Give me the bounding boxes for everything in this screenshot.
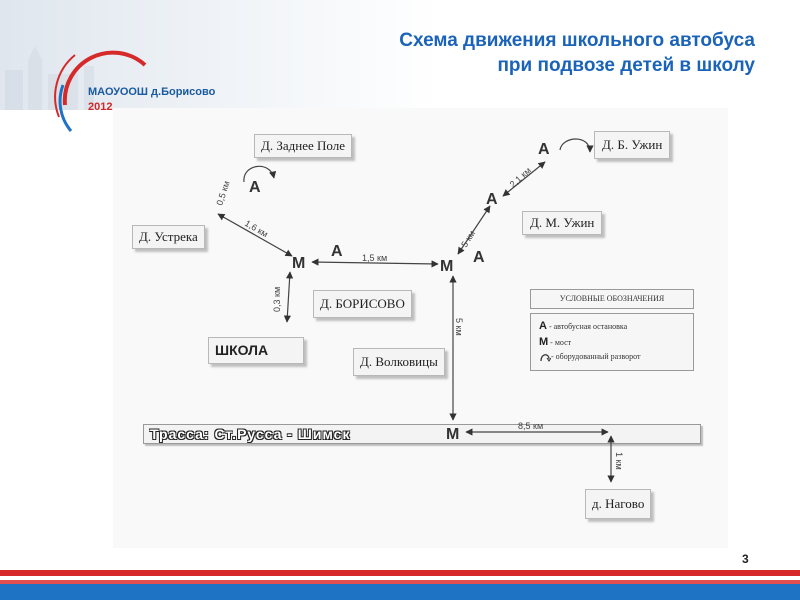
footer-stripe-gap — [0, 576, 800, 580]
village-borisovo: Д. БОРИСОВО — [313, 290, 412, 318]
village-volkovitsy: Д. Волковицы — [353, 348, 445, 376]
turnaround-zadnee-pole-icon — [243, 165, 277, 183]
school-year: 2012 — [88, 101, 113, 113]
legend-body: А- автобусная остановка М- мост - оборуд… — [530, 313, 694, 371]
distance-highway-nagovo: 1 км — [614, 452, 624, 470]
legend-symbol-stop: А — [539, 320, 547, 332]
title-line-1: Схема движения школьного автобуса — [399, 30, 755, 51]
route-m1-m2 — [311, 258, 439, 268]
bridge-m1: М — [292, 255, 305, 272]
legend-text-stop: - автобусная остановка — [548, 322, 628, 331]
distance-m1-m2: 1,5 км — [362, 253, 387, 263]
bus-stop-zadnee-pole: А — [249, 179, 261, 196]
legend: УСЛОВНЫЕ ОБОЗНАЧЕНИЯ А- автобусная остан… — [530, 289, 694, 379]
legend-item-turnaround: - оборудованный разворот — [539, 352, 641, 363]
distance-m1-school: 0,3 км — [272, 287, 282, 312]
legend-item-bridge: М- мост — [539, 336, 571, 348]
bus-stop-b-uzhin: А — [538, 141, 550, 158]
legend-title: УСЛОВНЫЕ ОБОЗНАЧЕНИЯ — [530, 289, 694, 309]
school-box: ШКОЛА — [208, 337, 304, 364]
title-line-2: при подвозе детей в школу — [497, 55, 755, 76]
distance-zadnee-pole-loop: 0,5 км — [214, 180, 231, 207]
logo-arcs — [54, 50, 147, 132]
footer-stripe-red — [0, 570, 800, 576]
footer-stripe-red-thin — [0, 580, 800, 584]
village-ustreka: Д. Устрека — [132, 225, 205, 249]
slide-title: Схема движения школьного автобуса при по… — [295, 28, 755, 78]
legend-symbol-bridge: М — [539, 336, 549, 348]
bus-stop-mid: А — [486, 191, 498, 208]
page-number: 3 — [742, 552, 749, 566]
distance-highway-east: 8,5 км — [518, 421, 543, 431]
highway-label: Трасса: Ст.Русса - Шимск — [150, 426, 351, 442]
school-name: МАОУООШ д.Борисово — [88, 86, 216, 98]
bus-stop-m2: А — [473, 249, 485, 266]
route-m2-bus-stop — [457, 205, 491, 255]
bridge-highway: М — [446, 426, 459, 443]
legend-text-turnaround: - оборудованный разворот — [551, 352, 641, 361]
route-bus-stop-b-uzhin — [502, 161, 546, 197]
turnaround-icon — [540, 354, 552, 363]
village-zadnee-pole: Д. Заднее Поле — [254, 134, 352, 158]
distance-bus-stop-b-uzhin: 2,1 км — [508, 165, 533, 189]
turnaround-b-uzhin-icon — [559, 138, 594, 153]
route-m1-school — [283, 271, 294, 323]
village-b-uzhin: Д. Б. Ужин — [594, 131, 671, 159]
distance-m2-bus-stop: 5 км — [459, 229, 477, 249]
legend-item-bus-stop: А- автобусная остановка — [539, 320, 627, 332]
distance-m2-highway: 5 км — [454, 318, 464, 336]
route-ustreka-m1 — [217, 213, 293, 257]
village-m-uzhin: Д. М. Ужин — [522, 211, 603, 235]
bridge-m2: М — [440, 258, 453, 275]
village-nagovo: д. Нагово — [585, 489, 652, 519]
legend-text-bridge: - мост — [550, 338, 572, 347]
bus-stop-m1-m2: А — [331, 243, 343, 260]
city-silhouette-decoration — [5, 46, 94, 110]
footer-stripe-blue — [0, 584, 800, 600]
